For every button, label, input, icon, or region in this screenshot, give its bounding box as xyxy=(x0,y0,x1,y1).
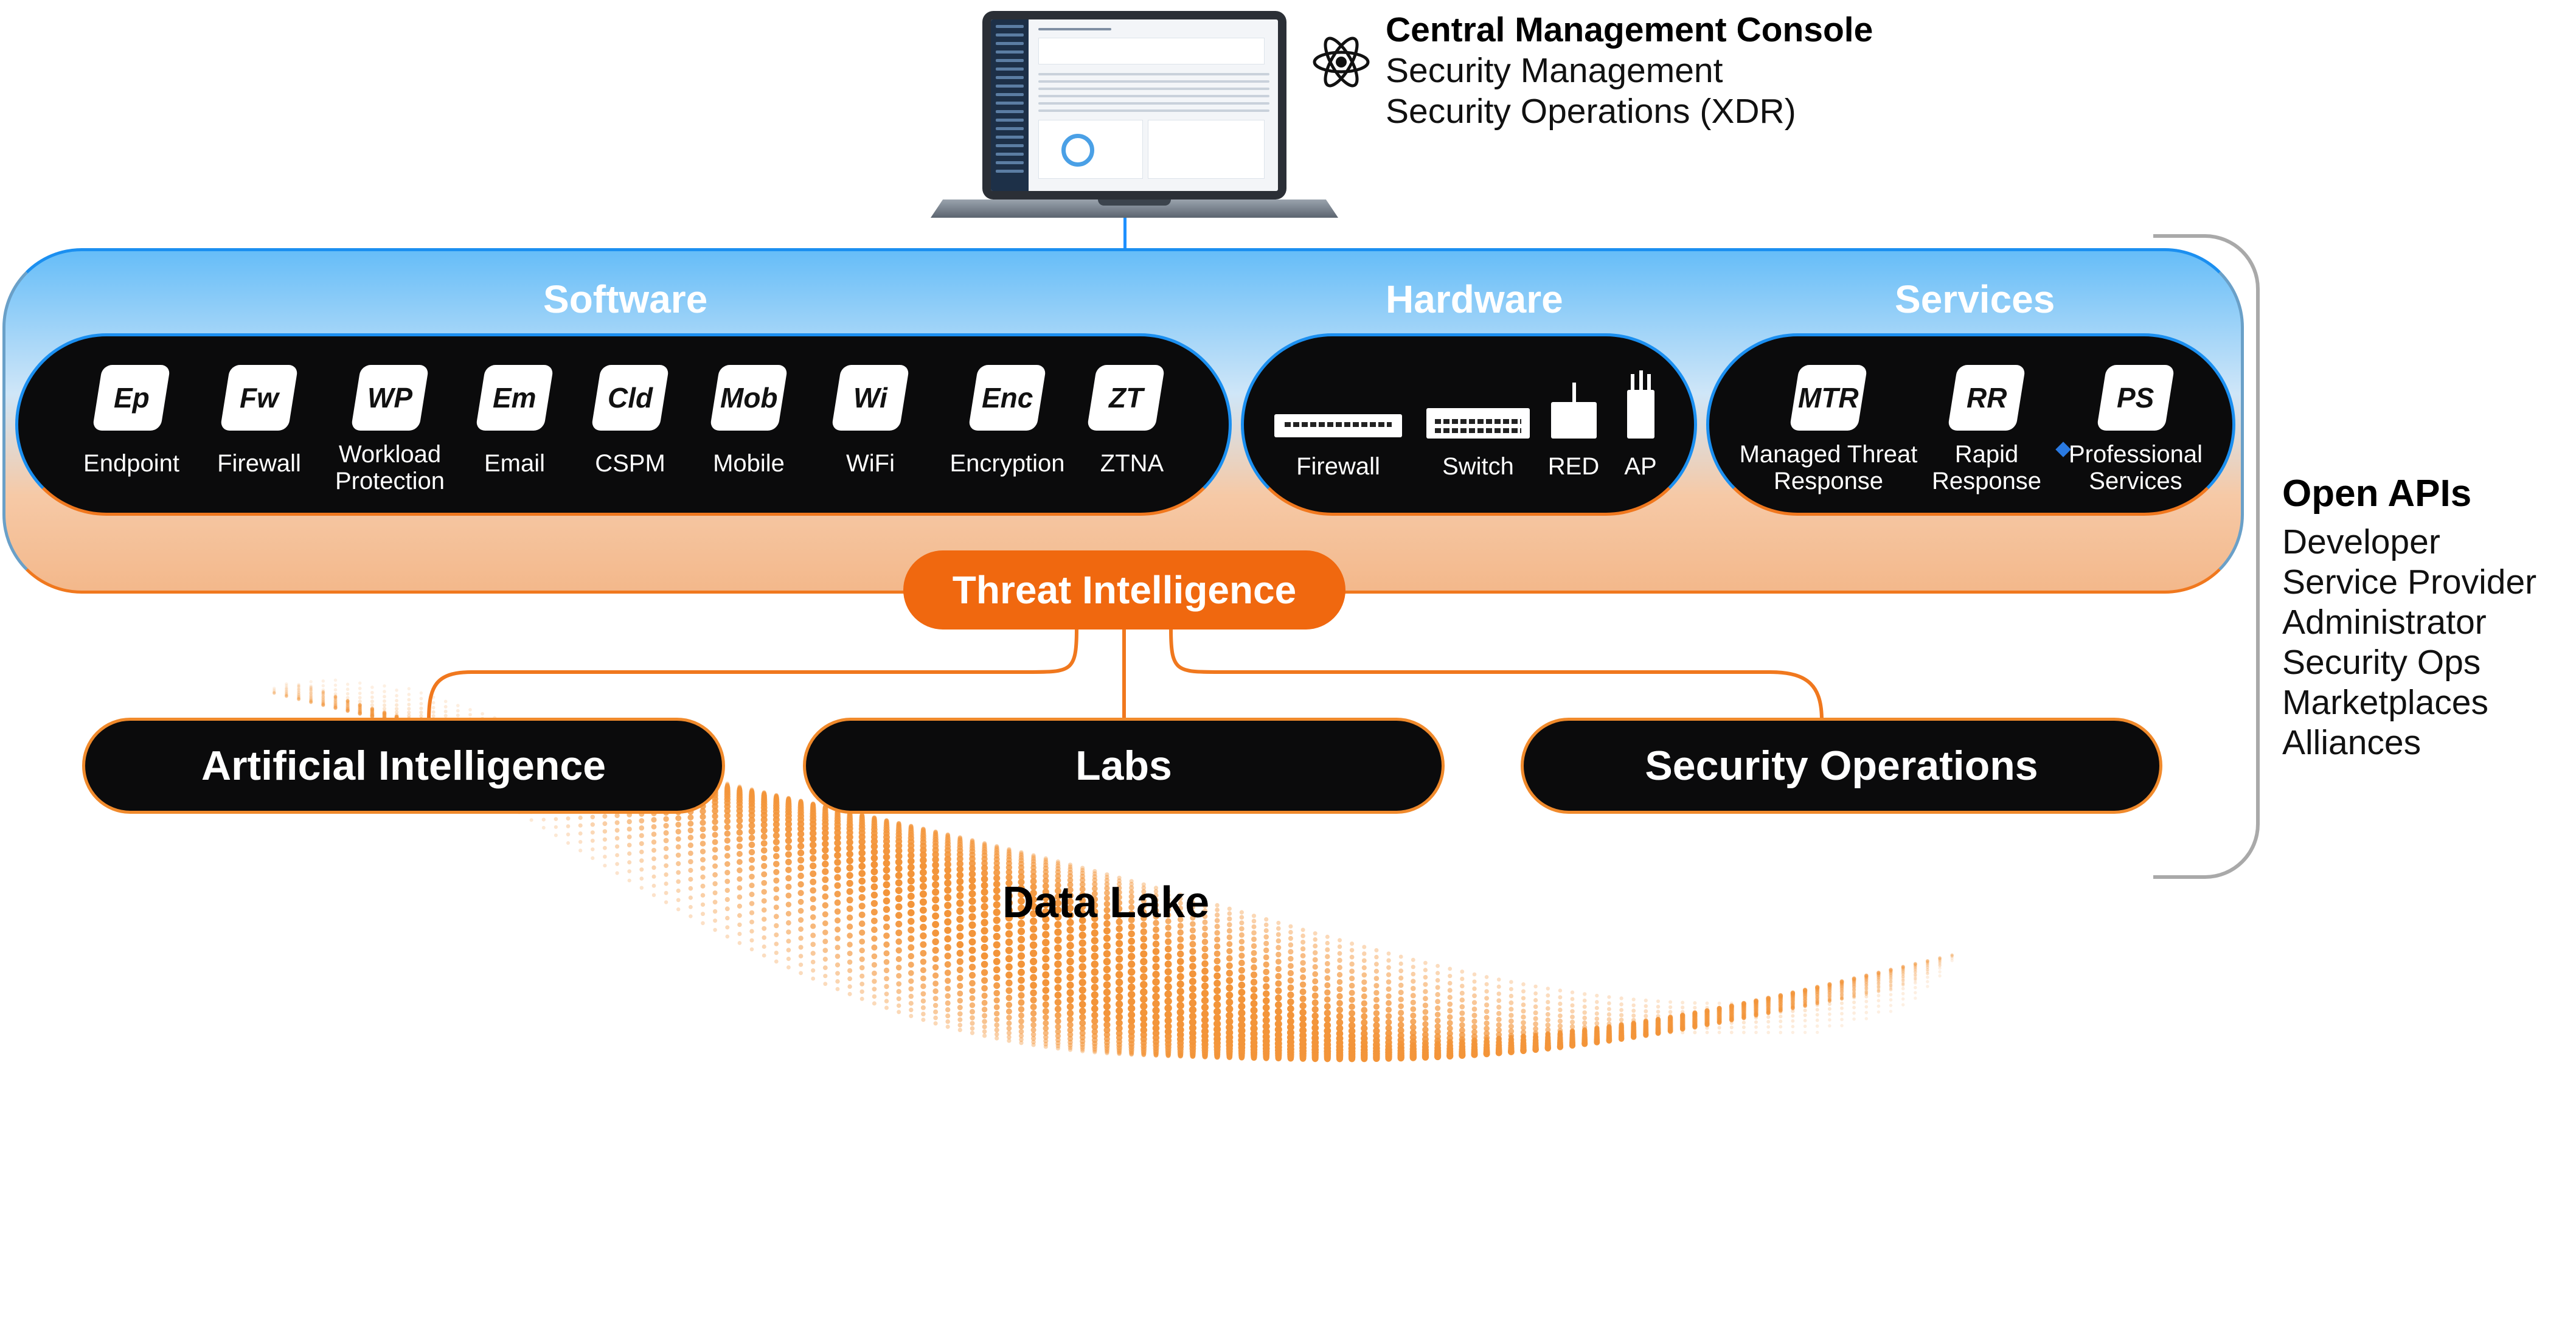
mobile-label: Mobile xyxy=(713,450,785,477)
hardware-heading: Hardware xyxy=(1386,277,1563,321)
source-labs: Labs xyxy=(803,718,1445,814)
data-lake-label: Data Lake xyxy=(1002,878,1210,927)
console-dashboard-thumbnail xyxy=(991,19,1278,191)
api-item-alliances: Alliances xyxy=(2282,723,2422,762)
api-item-developer: Developer xyxy=(2282,522,2440,561)
console-title: Central Management Console xyxy=(1386,10,1873,49)
open-apis-bracket xyxy=(2153,234,2260,879)
access-point-icon xyxy=(1627,370,1654,439)
console-line-security-management: Security Management xyxy=(1386,51,1723,90)
hardware-switch-label: Switch xyxy=(1442,453,1514,480)
api-item-marketplaces: Marketplaces xyxy=(2282,683,2488,722)
endpoint-label: Endpoint xyxy=(83,450,179,477)
firewall-label: Firewall xyxy=(217,450,301,477)
switch-appliance-icon xyxy=(1426,408,1530,439)
ztna-label: ZTNA xyxy=(1100,450,1164,477)
hardware-pill: Firewall Switch RED AP xyxy=(1241,333,1697,516)
hardware-ap-label: AP xyxy=(1624,453,1657,480)
cspm-label: CSPM xyxy=(595,450,665,477)
laptop-screen xyxy=(982,11,1286,199)
services-heading: Services xyxy=(1895,277,2055,321)
wifi-label: WiFi xyxy=(846,450,895,477)
encryption-label: Encryption xyxy=(950,450,1065,477)
api-item-service-provider: Service Provider xyxy=(2282,563,2537,602)
red-device-icon xyxy=(1551,383,1597,439)
hardware-firewall-label: Firewall xyxy=(1296,453,1380,480)
threat-intelligence-hub: Threat Intelligence xyxy=(903,550,1345,630)
firewall-appliance-icon xyxy=(1274,414,1402,437)
console-line-security-operations: Security Operations (XDR) xyxy=(1386,92,1796,131)
laptop-hinge xyxy=(1098,199,1171,206)
email-label: Email xyxy=(484,450,546,477)
hardware-red-label: RED xyxy=(1547,453,1600,480)
api-item-administrator: Administrator xyxy=(2282,603,2487,642)
open-apis-title: Open APIs xyxy=(2282,473,2472,515)
console-connector-line xyxy=(1123,218,1127,249)
source-artificial-intelligence: Artificial Intelligence xyxy=(82,718,725,814)
threat-intelligence-connectors xyxy=(427,629,1824,721)
api-item-security-ops: Security Ops xyxy=(2282,643,2481,682)
source-security-operations: Security Operations xyxy=(1521,718,2162,814)
atom-icon xyxy=(1313,36,1370,88)
software-heading: Software xyxy=(543,277,708,321)
